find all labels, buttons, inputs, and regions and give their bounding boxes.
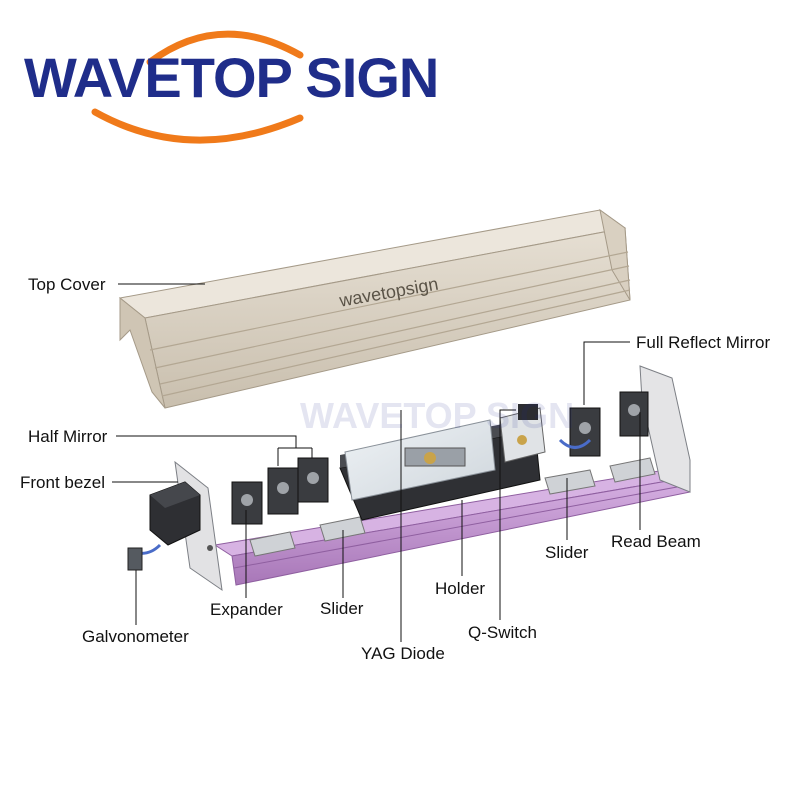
rail-groove	[233, 484, 689, 569]
top-cover-groove	[154, 265, 630, 369]
label-q-switch: Q-Switch	[468, 623, 537, 642]
label-half-mirror: Half Mirror	[28, 427, 108, 446]
top-cover-end-face	[119, 296, 166, 409]
label-yag-diode: YAG Diode	[361, 644, 445, 663]
label-expander: Expander	[210, 600, 283, 619]
top-cover-groove	[161, 289, 631, 397]
q-switch-unit	[499, 404, 546, 463]
brand-logo: WAVETOP SIGN	[0, 0, 439, 150]
optics-mounts-left	[231, 457, 329, 525]
label-slider-right: Slider	[545, 543, 589, 562]
diagram-watermark: WAVETOP SIGN	[300, 395, 575, 436]
leader-q-switch	[499, 409, 516, 620]
label-galvonometer: Galvonometer	[82, 627, 189, 646]
logo-swoosh-top	[146, 30, 304, 66]
yag-diode-assembly	[339, 418, 541, 521]
optics-mounts-right	[558, 391, 649, 457]
label-top-cover: Top Cover	[28, 275, 106, 294]
top-cover	[118, 208, 631, 409]
rail-sliders	[249, 457, 656, 557]
leader-half-mirror	[116, 435, 297, 448]
top-cover-groove	[159, 279, 631, 385]
leader-full-reflect-mirror	[583, 341, 630, 405]
top-cover-groove	[149, 251, 629, 351]
label-front-bezel: Front bezel	[20, 473, 106, 492]
label-full-reflect-mirror: Full Reflect Mirror	[636, 333, 771, 352]
leader-lines	[112, 283, 641, 642]
logo-text: WAVETOP SIGN	[24, 46, 439, 109]
label-slider-left: Slider	[320, 599, 364, 618]
label-read-beam: Read Beam	[611, 532, 701, 551]
galvanometer-motor	[127, 481, 201, 571]
label-holder: Holder	[435, 579, 486, 598]
logo-swoosh-bottom	[91, 108, 304, 144]
